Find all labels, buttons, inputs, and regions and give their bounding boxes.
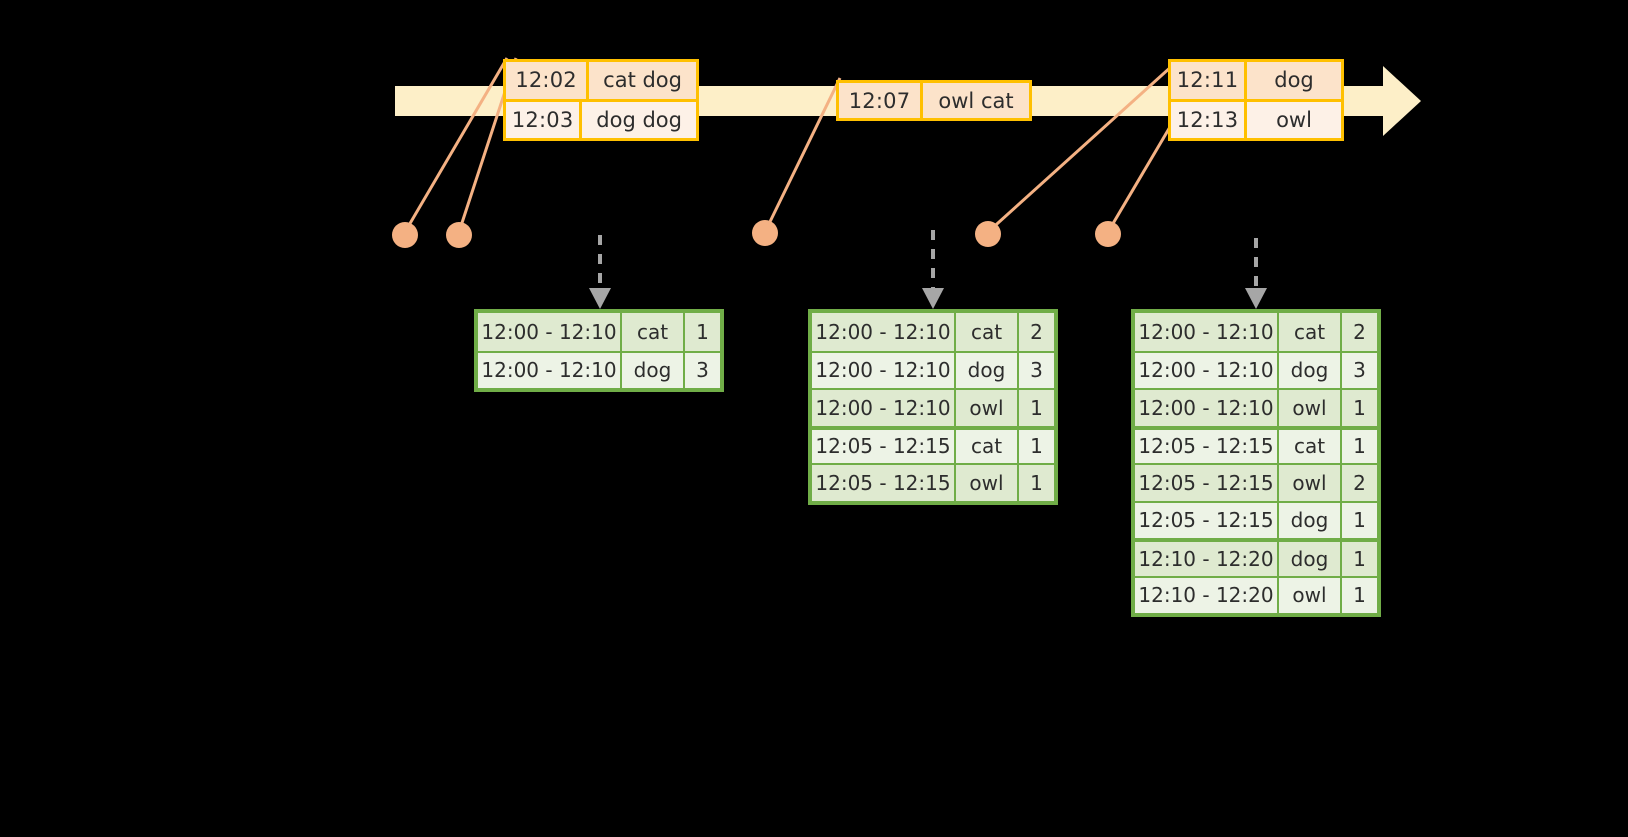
cell-window: 12:00 - 12:10 [812,313,956,351]
event-words: owl cat [938,88,1014,113]
cell-count: 1 [696,319,709,344]
cell-word: owl [1279,465,1342,501]
down-arrow-icon [589,288,611,309]
cell-word: cat [956,429,1019,463]
event-time: 12:07 [839,83,923,118]
cell-count: 3 [696,358,709,383]
cell-count: 1 [1353,583,1366,608]
event-marker-dot-icon [1095,221,1121,247]
event-row[interactable]: 12:07 owl cat [839,83,1029,118]
event-marker-dots [392,220,1121,248]
cell-window: 12:10 - 12:20 [1135,542,1279,576]
down-arrow-shafts [598,230,1258,290]
event-marker-dot-icon [975,221,1001,247]
cell-word: dog [956,352,1019,388]
cell-count: 2 [1353,319,1366,344]
cell-window: 12:00 - 12:10 [812,352,956,388]
cell-word: owl [956,465,1019,501]
event-time: 12:11 [1171,62,1247,99]
cell-count: 1 [1353,434,1366,459]
event-row[interactable]: 12:02 cat dog [506,62,696,99]
cell-word: cat [956,313,1019,351]
cell-count: 1 [1353,395,1366,420]
cell-word: dog [1279,352,1342,388]
event-time: 12:02 [506,62,590,99]
cell-word: dog [1279,502,1342,538]
cell-word: cat [1279,429,1342,463]
cell-window: 12:05 - 12:15 [1135,502,1279,538]
cell-window: 12:00 - 12:10 [478,313,622,351]
event-marker-dot-icon [752,220,778,246]
cell-word: owl [1279,390,1342,426]
cell-word: owl [1279,577,1342,613]
event-words: dog [1274,68,1314,93]
cell-count: 2 [1353,470,1366,495]
event-marker-dot-icon [446,222,472,248]
cell-window: 12:10 - 12:20 [1135,577,1279,613]
timeline-arrow-right-icon [1383,66,1421,136]
event-box-3[interactable]: 12:11 dog 12:13 owl [1168,59,1344,141]
event-row[interactable]: 12:13 owl [1171,98,1341,138]
down-arrow-icon [1245,288,1267,309]
down-arrow-heads [589,288,1267,309]
cell-window: 12:00 - 12:10 [812,390,956,426]
event-row[interactable]: 12:11 dog [1171,62,1341,99]
cell-count: 1 [1030,395,1043,420]
cell-window: 12:05 - 12:15 [1135,465,1279,501]
cell-window: 12:00 - 12:10 [1135,313,1279,351]
event-box-1[interactable]: 12:02 cat dog 12:03 dog dog [503,59,699,141]
cell-window: 12:00 - 12:10 [478,352,622,388]
cell-word: dog [622,352,685,388]
event-marker-dot-icon [392,222,418,248]
down-arrow-icon [922,288,944,309]
event-row[interactable]: 12:03 dog dog [506,98,696,138]
cell-count: 3 [1030,358,1043,383]
cell-window: 12:05 - 12:15 [812,429,956,463]
event-time: 12:13 [1171,101,1247,138]
event-words: cat dog [603,68,682,93]
event-box-2[interactable]: 12:07 owl cat [836,80,1032,121]
cell-count: 1 [1353,508,1366,533]
cell-word: cat [622,313,685,351]
cell-window: 12:05 - 12:15 [812,465,956,501]
cell-word: owl [956,390,1019,426]
cell-window: 12:00 - 12:10 [1135,390,1279,426]
cell-window: 12:05 - 12:15 [1135,429,1279,463]
cell-count: 1 [1030,434,1043,459]
cell-count: 1 [1353,546,1366,571]
cell-word: cat [1279,313,1342,351]
cell-word: dog [1279,542,1342,576]
cell-count: 3 [1353,358,1366,383]
cell-window: 12:00 - 12:10 [1135,352,1279,388]
cell-count: 2 [1030,319,1043,344]
event-words: owl [1276,107,1312,132]
cell-count: 1 [1030,470,1043,495]
event-words: dog dog [596,107,682,132]
event-time: 12:03 [506,101,583,138]
